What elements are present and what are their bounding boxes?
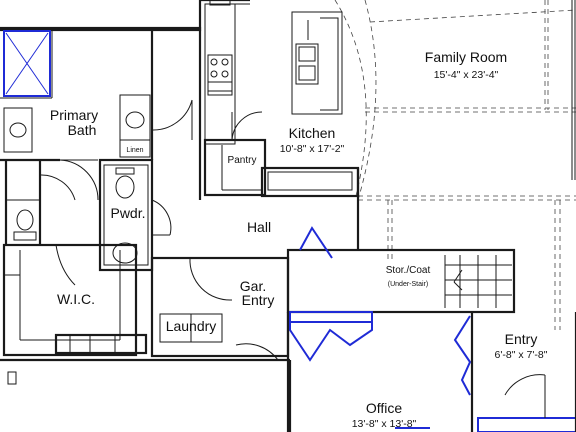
entry-office-walls [288,312,576,432]
linen-label: Linen [126,147,143,154]
pantry-label: Pantry [228,155,257,166]
family-room-dims: 15'-4" x 23'-4" [434,69,499,81]
powder-label: Pwdr. [110,205,145,221]
family-room-label: Family Room [425,49,507,65]
powder-area [98,158,172,272]
kitchen-area [198,0,360,250]
office-dims: 13'-8" x 13'-8" [352,418,417,430]
garage-entry-label-line2: Entry [242,292,275,308]
kitchen-dims: 10'-8" x 17'-2" [280,143,345,155]
storage-note: (Under-Stair) [388,281,428,288]
kitchen-label: Kitchen [289,125,336,141]
room-labels: Family Room 15'-4" x 23'-4" Primary Bath… [50,49,548,430]
primary-bath-label-line2: Bath [68,122,97,138]
wic-area [0,243,290,385]
entry-label: Entry [505,331,538,347]
office-label: Office [366,400,403,416]
entry-dims: 6'-8" x 7'-8" [495,349,548,361]
garage-entry-label-line1: Gar. [240,278,266,294]
storage-label: Stor./Coat [386,265,431,276]
laundry-area [150,256,290,361]
laundry-label: Laundry [166,318,217,334]
stair-area [286,248,516,432]
wic-label: W.I.C. [57,291,95,307]
openings [289,226,576,432]
primary-bath-label-line1: Primary [50,107,98,123]
hall-label: Hall [247,219,271,235]
